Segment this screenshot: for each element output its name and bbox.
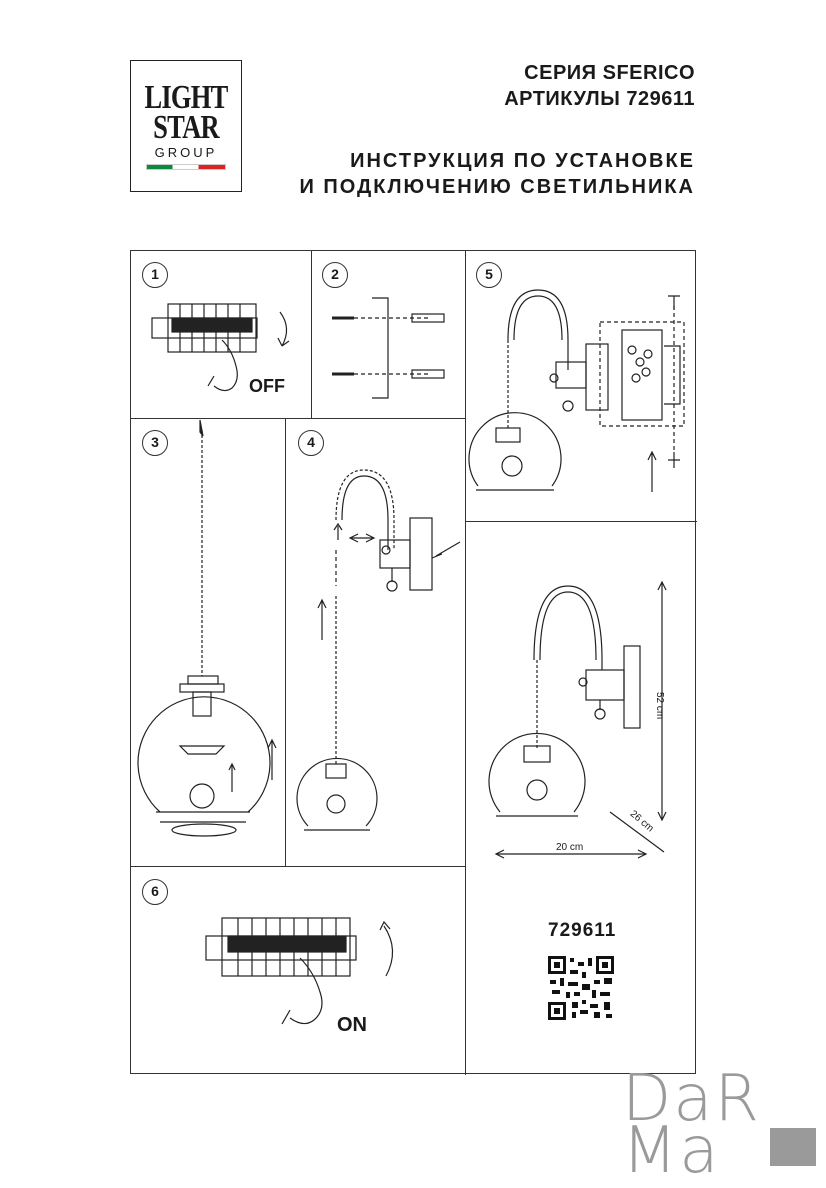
circuit-breaker-icon bbox=[227, 918, 347, 976]
step-number: 5 bbox=[476, 262, 502, 288]
title-line-1: ИНСТРУКЦИЯ ПО УСТАНОВКЕ bbox=[350, 150, 695, 172]
grid-line bbox=[465, 251, 466, 1075]
article-numbers: АРТИКУЛЫ 729611 bbox=[504, 88, 695, 110]
logo-line-3: GROUP bbox=[154, 145, 218, 160]
step-number: 4 bbox=[298, 430, 324, 456]
qr-code-icon bbox=[548, 956, 614, 1020]
title-line-2: И ПОДКЛЮЧЕНИЮ СВЕТИЛЬНИКА bbox=[299, 176, 695, 198]
off-label: OFF bbox=[249, 376, 285, 396]
instruction-grid bbox=[130, 250, 697, 1075]
step-number: 3 bbox=[142, 430, 168, 456]
document-title: ИНСТРУКЦИЯ ПО УСТАНОВКЕ И ПОДКЛЮЧЕНИЮ СВ… bbox=[299, 148, 695, 200]
hand-icon bbox=[281, 957, 323, 1025]
watermark-square bbox=[770, 1128, 816, 1166]
grid-line bbox=[131, 866, 465, 867]
series-name: СЕРИЯ SFERICO bbox=[524, 62, 695, 84]
width-dimension: 20 cm bbox=[556, 842, 584, 853]
logo-line-2: STAR bbox=[153, 109, 219, 146]
step-number: 6 bbox=[142, 879, 168, 905]
grid-line bbox=[465, 521, 697, 522]
series-heading: СЕРИЯ SFERICO АРТИКУЛЫ 729611 bbox=[504, 60, 695, 112]
hand-icon bbox=[207, 339, 238, 392]
grid-line bbox=[285, 418, 286, 866]
rotate-arrow-icon bbox=[279, 311, 288, 347]
on-label: ON bbox=[337, 1014, 367, 1036]
watermark-line-1: DaR bbox=[622, 1062, 761, 1136]
article-code: 729611 bbox=[548, 920, 617, 941]
italian-flag-stripe bbox=[146, 164, 226, 170]
grid-line bbox=[311, 251, 312, 418]
rotate-arrow-icon bbox=[383, 925, 394, 977]
step-number: 1 bbox=[142, 262, 168, 288]
brand-logo: LIGHT STAR GROUP bbox=[130, 60, 242, 192]
step-number: 2 bbox=[322, 262, 348, 288]
circuit-breaker-icon bbox=[171, 304, 253, 352]
grid-line bbox=[131, 418, 465, 419]
darma-watermark: DaR Ma bbox=[622, 1062, 761, 1183]
logo-line-1: LIGHT bbox=[144, 79, 228, 116]
